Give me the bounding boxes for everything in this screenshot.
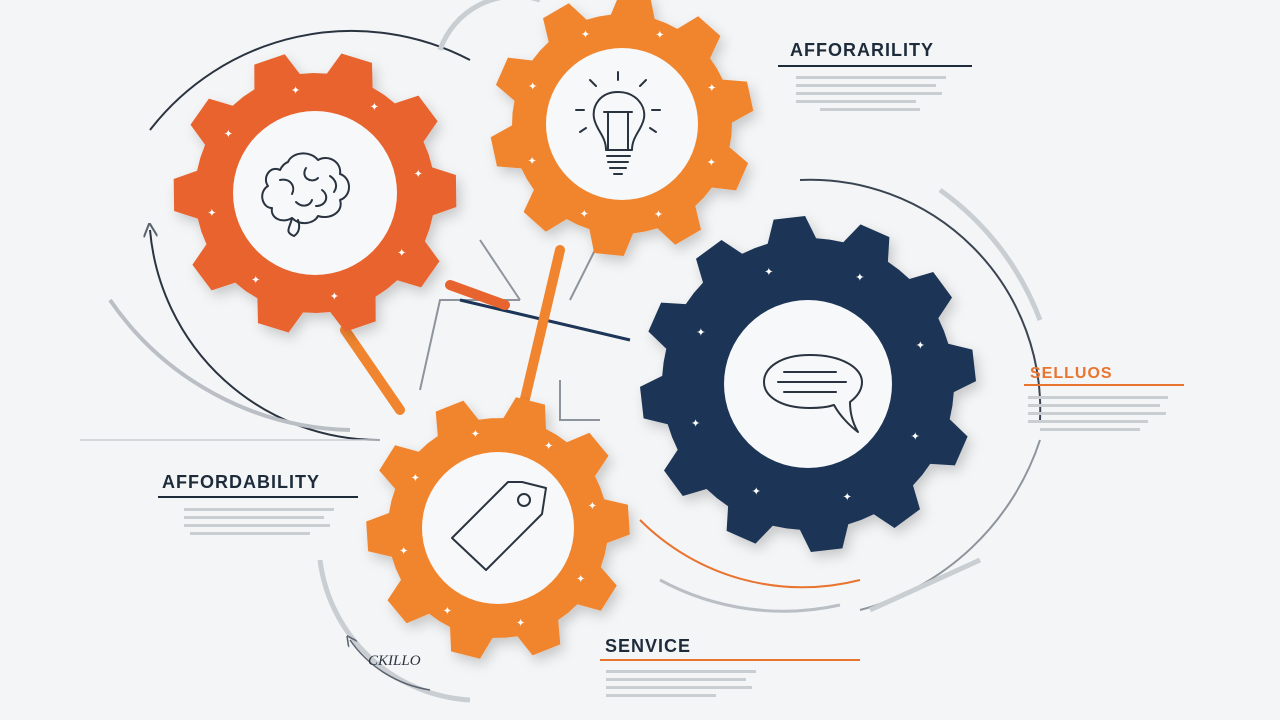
label-left-text: AFFORDABILITY xyxy=(162,472,320,492)
sparkle-mark: ✦ xyxy=(370,101,379,113)
gear-connectors xyxy=(340,245,565,425)
sparkle-mark: ✦ xyxy=(207,207,216,219)
sparkle-mark: ✦ xyxy=(516,617,525,629)
sparkle-mark: ✦ xyxy=(411,472,420,484)
sparkle-mark: ✦ xyxy=(528,81,537,93)
sparkle-mark: ✦ xyxy=(764,267,773,279)
sparkle-mark: ✦ xyxy=(911,431,920,443)
sparkle-mark: ✦ xyxy=(691,418,700,430)
talk-gear-center xyxy=(724,300,892,468)
label-top-right-text: AFFORARILITY xyxy=(790,40,934,60)
sparkle-mark: ✦ xyxy=(752,486,761,498)
sparkle-mark: ✦ xyxy=(399,546,408,558)
price-gear: ✦ ✦ ✦ ✦ ✦ ✦ ✦ ✦ xyxy=(366,397,630,659)
sparkle-mark: ✦ xyxy=(654,209,663,221)
sparkle-mark: ✦ xyxy=(581,29,590,41)
sparkle-mark: ✦ xyxy=(471,429,480,441)
label-right: SELLUOS xyxy=(1024,365,1184,431)
sparkle-mark: ✦ xyxy=(291,85,300,97)
label-bottom: SENVICE xyxy=(600,636,860,697)
sparkle-mark: ✦ xyxy=(414,169,423,181)
label-bottom-left-text: CKILLO xyxy=(368,653,421,669)
sparkle-mark: ✦ xyxy=(544,440,553,452)
sparkle-mark: ✦ xyxy=(916,340,925,352)
sparkle-mark: ✦ xyxy=(330,291,339,303)
sparkle-mark: ✦ xyxy=(707,83,716,95)
sparkle-mark: ✦ xyxy=(443,606,452,618)
sparkle-mark: ✦ xyxy=(855,272,864,284)
sparkle-mark: ✦ xyxy=(843,491,852,503)
speech-bubble-icon xyxy=(763,354,863,433)
brain-icon xyxy=(261,152,350,237)
sparkle-mark: ✦ xyxy=(576,574,585,586)
sparkle-mark: ✦ xyxy=(397,247,406,259)
price-tag-icon xyxy=(451,481,547,571)
sparkle-mark: ✦ xyxy=(588,500,597,512)
label-bottom-left: CKILLO xyxy=(368,653,421,669)
sparkle-mark: ✦ xyxy=(707,157,716,169)
sparkle-mark: ✦ xyxy=(580,208,589,220)
label-right-text: SELLUOS xyxy=(1030,365,1113,382)
label-bottom-text: SENVICE xyxy=(605,636,691,656)
brain-gear: ✦ ✦ ✦ ✦ ✦ ✦ ✦ ✦ xyxy=(173,53,457,333)
label-top-right: AFFORARILITY xyxy=(778,40,972,111)
label-left: AFFORDABILITY xyxy=(158,472,358,535)
talk-gear: ✦ ✦ ✦ ✦ ✦ ✦ ✦ ✦ xyxy=(640,216,976,552)
sparkle-mark: ✦ xyxy=(251,275,260,287)
price-gear-center xyxy=(422,452,574,604)
idea-gear: ✦ ✦ ✦ ✦ ✦ ✦ ✦ ✦ xyxy=(490,0,754,256)
lightbulb-icon xyxy=(575,71,661,175)
gears: ✦ ✦ ✦ ✦ ✦ ✦ ✦ ✦ ✦ ✦ ✦ ✦ ✦ ✦ ✦ ✦ ✦ ✦ ✦ ✦ ✦ ✦ ✦ ✦ ✦ ✦ ✦ ✦ ✦ ✦ ✦ ✦ xyxy=(173,0,976,659)
sparkle-mark: ✦ xyxy=(655,30,664,42)
idea-gear-center xyxy=(546,48,698,200)
sparkle-mark: ✦ xyxy=(224,129,233,141)
brain-gear-center xyxy=(233,111,397,275)
sparkle-mark: ✦ xyxy=(527,156,536,168)
sparkle-mark: ✦ xyxy=(696,327,705,339)
